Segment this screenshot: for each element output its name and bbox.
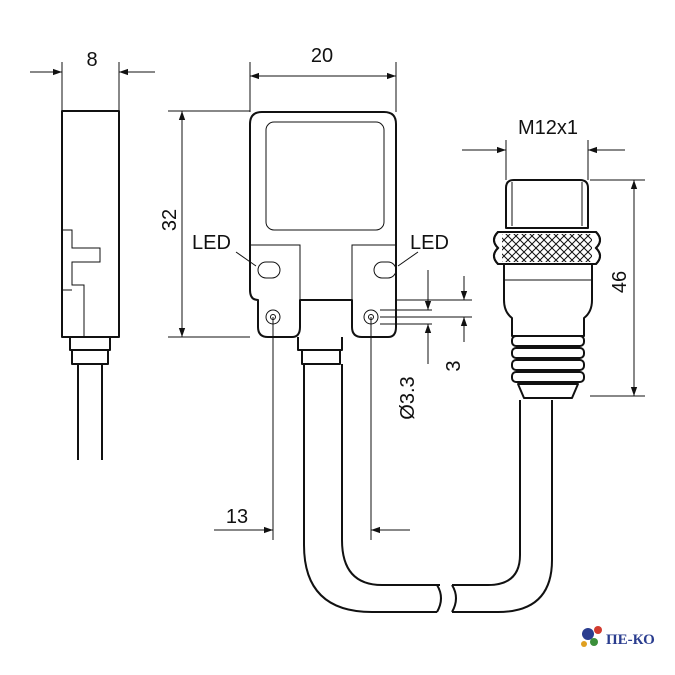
led-window-left <box>257 261 281 279</box>
dim-body-width: 20 <box>311 45 333 67</box>
dim-hole-spacing: 13 <box>226 506 248 528</box>
m12-connector: M12x1 46 <box>462 117 645 399</box>
led-label-left: LED <box>192 232 231 254</box>
brand-logo: ПЕ-КО <box>581 626 655 648</box>
dim-side-width: 8 <box>86 49 97 71</box>
gear-icon <box>581 626 602 647</box>
dim-connector-length: 46 <box>609 271 631 293</box>
front-view: LED LED 20 32 13 Ø3. <box>159 45 553 613</box>
led-window-right <box>373 261 397 279</box>
side-view: 8 <box>30 49 155 460</box>
logo-text: ПЕ-КО <box>606 632 655 648</box>
dim-connector-thread: M12x1 <box>518 117 578 139</box>
dim-body-height: 32 <box>159 209 181 231</box>
dim-hole-diameter: Ø3.3 <box>397 376 419 419</box>
dim-hole-offset: 3 <box>443 360 465 371</box>
led-label-right: LED <box>410 232 449 254</box>
